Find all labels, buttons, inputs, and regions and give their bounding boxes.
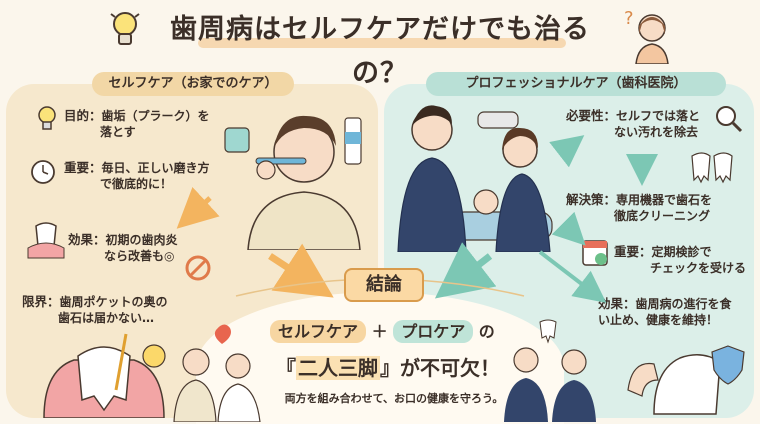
lightbulb-small-icon bbox=[34, 104, 60, 134]
particle-no: の bbox=[478, 322, 495, 341]
healthy-gum-icon bbox=[22, 214, 70, 262]
effect-item: 効果：初期の歯肉炎 なら改善も◎ bbox=[68, 232, 178, 263]
professional-care-heading: プロフェッショナルケア（歯科医院） bbox=[426, 72, 726, 96]
conclusion-label: 結論 bbox=[344, 268, 424, 302]
procare-chip: プロケア bbox=[393, 320, 474, 343]
selfcare-heading: セルフケア（お家でのケア） bbox=[92, 72, 294, 96]
strong-tooth-shield-icon bbox=[624, 330, 750, 418]
maintain-effect-item: 効果：歯周病の進行を食 い止め、健康を維持！ bbox=[598, 296, 732, 327]
conclusion-statement: 『二人三脚』が不可欠！ bbox=[276, 356, 500, 380]
conclusion-area bbox=[196, 292, 564, 424]
clock-checklist-icon bbox=[30, 158, 60, 192]
tooth-tartar-illustration bbox=[34, 330, 174, 419]
thinking-woman-icon: ? bbox=[618, 4, 678, 65]
dentist-clinic-illustration bbox=[392, 92, 562, 253]
conclusion-subtext: 両方を組み合わせて、お口の健康を守ろう。 bbox=[284, 392, 504, 405]
conclusion-formula: セルフケア ＋ プロケア の bbox=[270, 318, 510, 344]
svg-text:?: ? bbox=[624, 8, 634, 29]
three-legged-phrase: 二人三脚 bbox=[296, 356, 380, 380]
lightbulb-icon bbox=[108, 8, 142, 52]
selfcare-chip: セルフケア bbox=[270, 320, 367, 343]
limit-item: 限界：歯周ポケットの奥の 歯石は届かない… bbox=[22, 294, 168, 325]
clean-teeth-icon bbox=[686, 150, 738, 186]
floss-icon bbox=[222, 118, 252, 158]
checkup-item: 重要：定期検診で チェックを受ける bbox=[614, 244, 747, 275]
magnifier-tooth-icon bbox=[714, 104, 744, 134]
couple-holding-hands-illustration bbox=[168, 318, 264, 423]
calendar-check-icon bbox=[580, 236, 610, 268]
title-highlight bbox=[198, 38, 566, 48]
plus-sign: ＋ bbox=[371, 322, 388, 341]
important-item: 重要：毎日、正しい磨き方 で徹底的に！ bbox=[64, 160, 210, 191]
toothpaste-icon bbox=[340, 110, 366, 170]
man-brushing-teeth-illustration bbox=[236, 100, 372, 251]
page-title: 歯周病はセルフケアだけでも治るの？ bbox=[170, 14, 590, 89]
solution-item: 解決策：専用機器で歯石を 徹底クリーニング bbox=[566, 192, 713, 223]
purpose-item: 目的：歯垢（プラーク）を 落とす bbox=[64, 108, 210, 139]
dentists-handshake-illustration bbox=[500, 318, 600, 422]
necessity-item: 必要性：セルフでは落と ない汚れを除去 bbox=[566, 108, 701, 139]
